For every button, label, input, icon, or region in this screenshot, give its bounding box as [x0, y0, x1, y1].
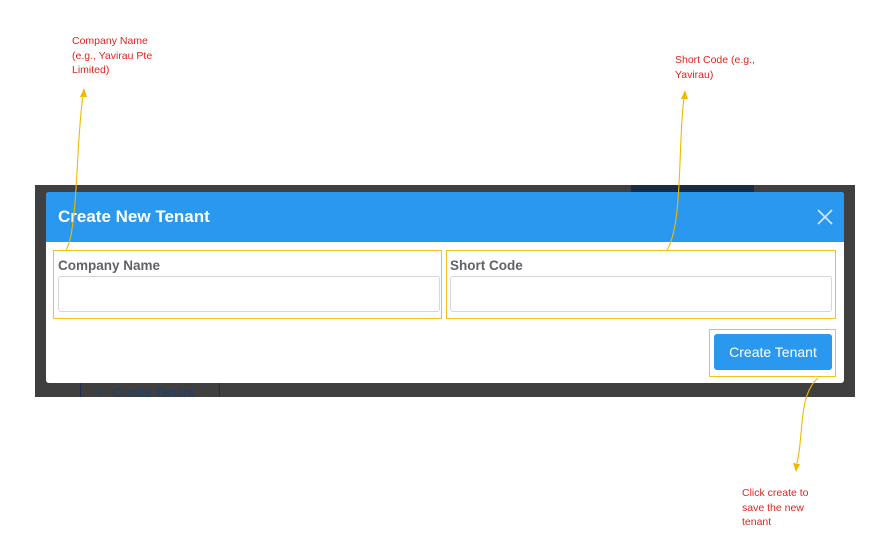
background-header-button: [631, 185, 754, 192]
background-create-tenant-button: + Create Tenant: [80, 380, 220, 397]
company-name-label: Company Name: [58, 258, 161, 273]
short-code-annotation: Short Code (e.g., Yavirau): [675, 53, 755, 82]
short-code-label: Short Code: [450, 258, 523, 273]
short-code-input[interactable]: [450, 276, 832, 312]
annotation-line: Yavirau): [675, 68, 714, 81]
create-tenant-modal: Create New Tenant Company Name Short Cod…: [46, 192, 844, 383]
short-code-arrowhead: [681, 90, 688, 99]
annotation-line: Short Code (e.g.,: [675, 54, 755, 66]
annotation-line: tenant: [742, 516, 772, 528]
annotation-line: Click create to: [742, 487, 809, 499]
create-tenant-button[interactable]: Create Tenant: [714, 334, 832, 370]
modal-title: Create New Tenant: [58, 207, 210, 226]
background-create-tenant-label: Create Tenant: [112, 385, 195, 397]
modal-header: Create New Tenant: [46, 192, 844, 242]
annotation-line: Company Name: [72, 35, 148, 47]
close-icon[interactable]: [816, 208, 834, 226]
annotation-line: save the new: [742, 501, 804, 514]
company-name-arrowhead: [80, 88, 87, 97]
plus-icon: +: [97, 385, 105, 397]
create-arrowhead: [793, 463, 800, 472]
annotation-line: Limited): [72, 64, 110, 76]
company-name-input[interactable]: [58, 276, 440, 312]
company-name-annotation: Company Name (e.g., Yavirau Pte Limited): [72, 34, 152, 78]
create-annotation: Click create to save the new tenant: [742, 486, 809, 530]
annotation-line: (e.g., Yavirau Pte: [72, 49, 153, 62]
